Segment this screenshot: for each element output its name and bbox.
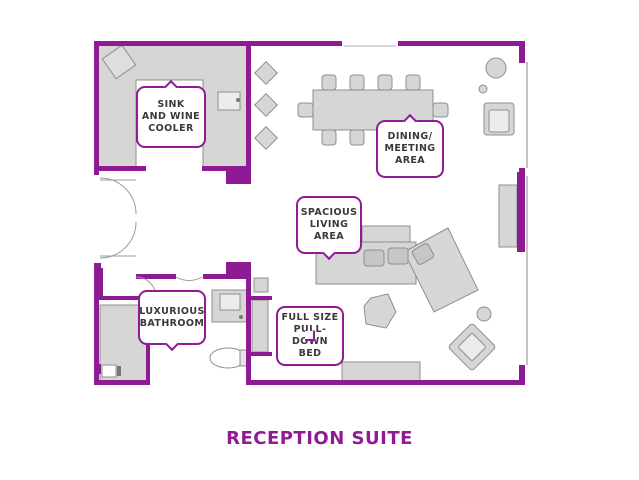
side-table-small [478, 84, 488, 94]
armchair-top [483, 102, 515, 136]
side-table [485, 57, 507, 79]
armchair-bottom [448, 323, 496, 371]
bathroom-fixtures [99, 289, 249, 382]
callout-bathroom: LUXURIOUS BATHROOM [138, 290, 206, 345]
bar-stools [253, 60, 279, 151]
walls [94, 41, 525, 385]
side-table-right [476, 306, 492, 322]
plan-title: RECEPTION SUITE [226, 428, 413, 449]
pull-down-bed-cabinet [251, 299, 269, 353]
callout-sink-wine-cooler: SINK AND WINE COOLER [136, 86, 206, 148]
sectional-sofa [315, 225, 479, 313]
media-console [498, 184, 518, 248]
callout-living-area: SPACIOUS LIVING AREA [296, 196, 362, 254]
coffee-table [363, 293, 397, 329]
callout-pull-down-bed: FULL SIZE PULL-DOWN BED [276, 306, 344, 366]
bed-nightstand [253, 277, 269, 293]
callout-dining-meeting: DINING/ MEETING AREA [376, 120, 444, 178]
entry-doors [99, 177, 137, 259]
